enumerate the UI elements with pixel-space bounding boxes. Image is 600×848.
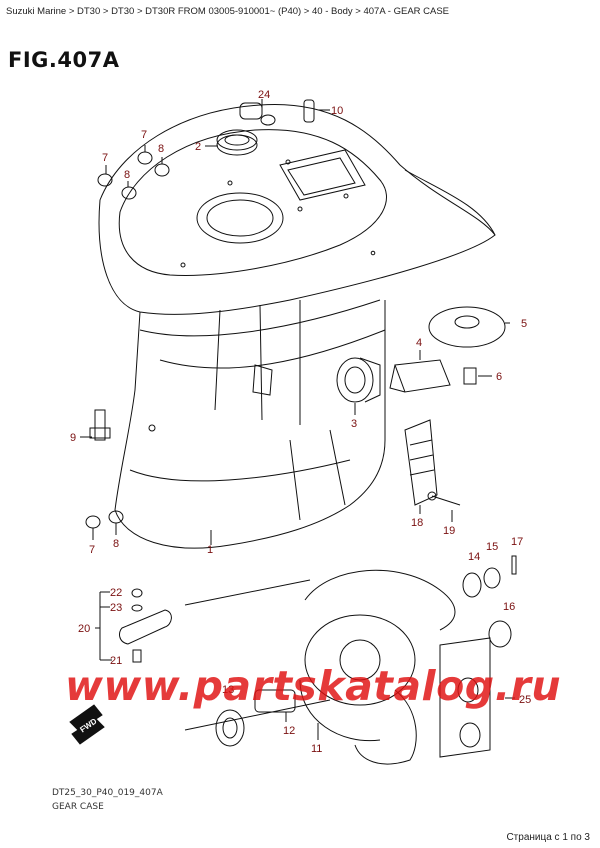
part-25-kit [439,637,491,758]
part-18-plate [404,419,438,506]
part-17-pin [511,555,517,575]
fwd-arrow-icon [69,704,105,745]
callout-19: 19 [443,525,455,537]
callout-labels: 24 10 2 7 8 7 8 5 4 6 9 3 18 19 1 7 8 14… [70,89,531,755]
callout-22: 22 [110,587,122,599]
callout-8b: 8 [124,169,130,181]
callout-3: 3 [351,418,357,430]
page-counter: Страница с 1 по 3 [506,832,590,843]
callout-9: 9 [70,432,76,444]
part-8-washer [108,163,170,524]
callout-17: 17 [511,536,523,548]
callout-11: 11 [311,743,322,755]
part-10-pin [303,99,315,123]
part-20-plate [119,609,172,645]
callout-7c: 7 [89,544,95,556]
part-group-name: GEAR CASE [52,802,104,812]
part-4-cover [389,359,451,393]
leader-lines [80,99,515,740]
watermark-text: www.partskatalog.ru [65,662,562,710]
gear-case-housing [98,103,496,549]
callout-6: 6 [496,371,502,383]
part-21-screw [132,649,142,663]
callout-1: 1 [207,544,213,556]
callout-15: 15 [486,541,498,553]
callout-10: 10 [331,105,343,117]
callout-20: 20 [78,623,90,635]
part-19-screw [427,491,461,506]
callout-12: 12 [283,725,295,737]
callout-7b: 7 [102,152,108,164]
callout-23: 23 [110,602,122,614]
breadcrumb: Suzuki Marine > DT30 > DT30 > DT30R FROM… [6,6,450,17]
callout-21: 21 [110,655,122,667]
propeller [299,569,456,765]
part-6-bolt [463,367,477,385]
part-3-bearing [336,357,381,403]
part-15-washer [483,567,501,589]
part-9-bolt [89,409,111,441]
part-14-nut [462,572,482,598]
callout-7a: 7 [141,129,147,141]
callout-18: 18 [411,517,423,529]
part-23-washer [131,604,143,612]
callout-16: 16 [503,601,515,613]
callout-13: 13 [222,684,234,696]
callout-5: 5 [521,318,527,330]
callout-25: 25 [519,694,531,706]
callout-2: 2 [195,141,201,153]
callout-8c: 8 [113,538,119,550]
part-7-plug [85,151,153,529]
figure-title: FIG.407A [8,48,120,72]
part-16-nut [488,620,512,648]
part-12-spacer [254,689,296,713]
diagram-code: DT25_30_P40_019_407A [52,788,163,798]
part-13-washer [215,709,245,747]
part-22-nut [131,588,143,598]
part-5-anode [428,306,506,348]
callout-24: 24 [258,89,270,101]
part-24-pin [239,102,276,126]
callout-4: 4 [416,337,422,349]
part-2-bearing [216,129,258,156]
callout-14: 14 [468,551,480,563]
callout-8a: 8 [158,143,164,155]
